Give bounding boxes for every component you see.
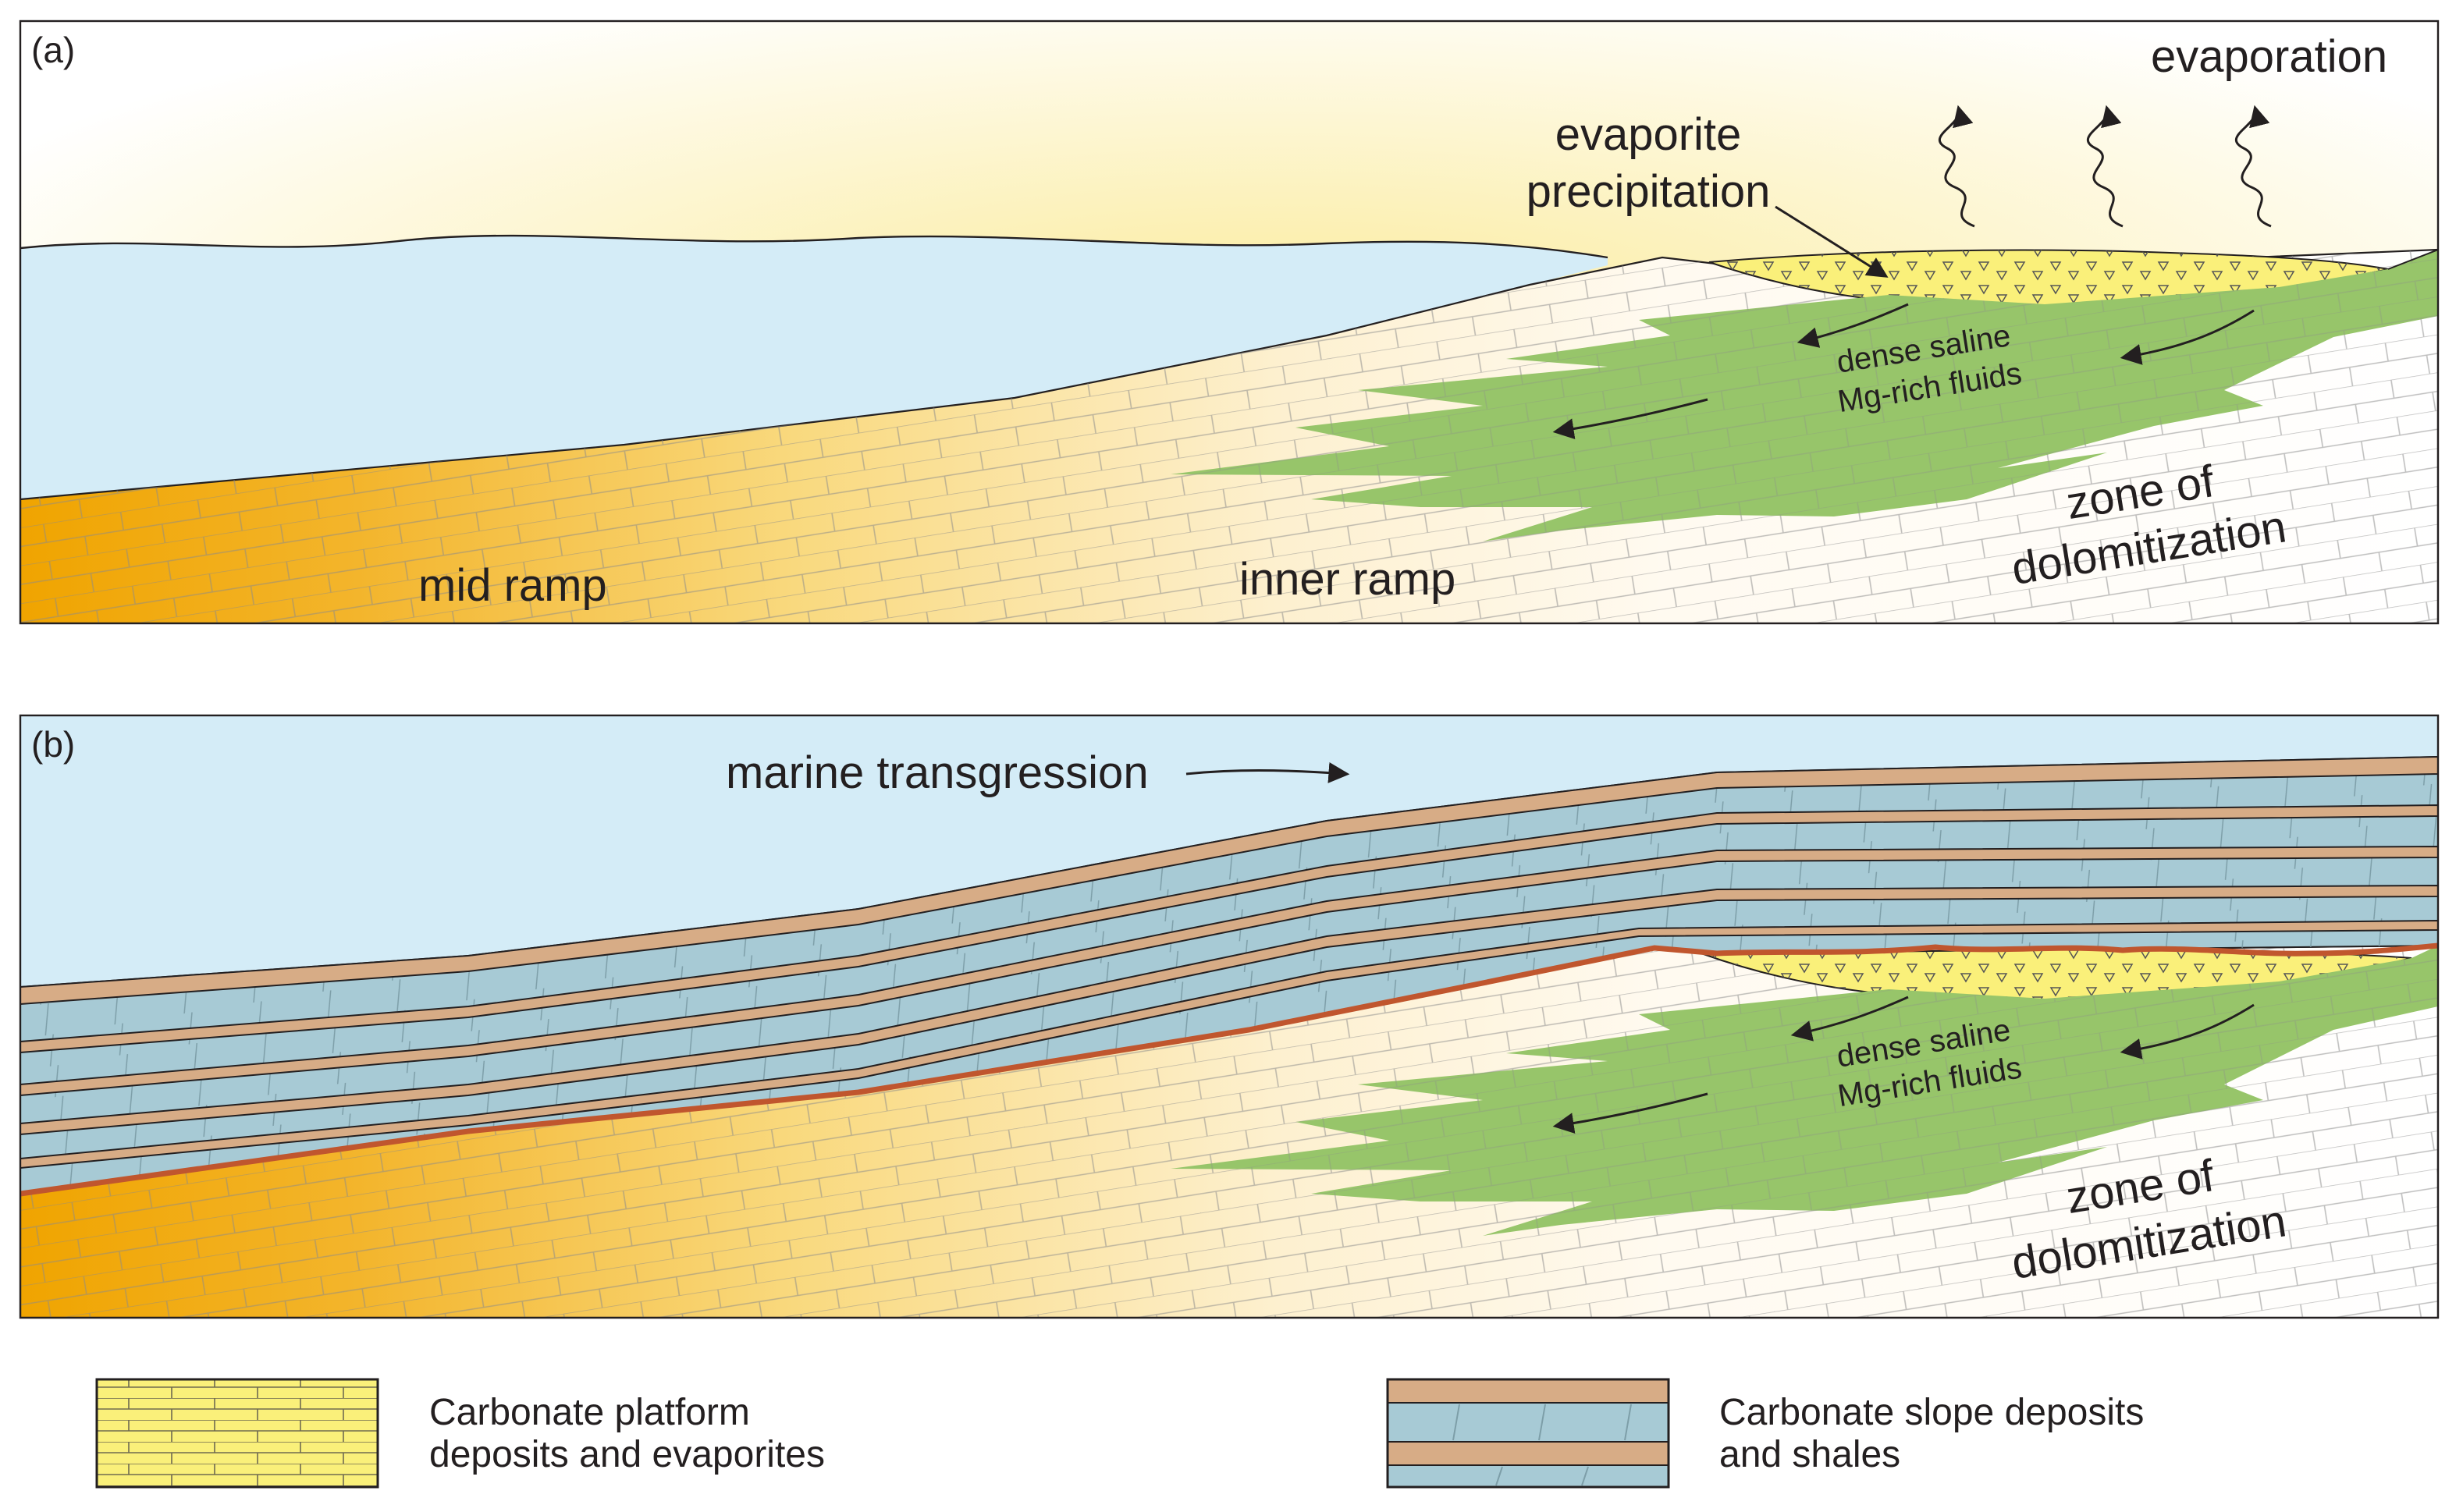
flow-arrow-icon: [1790, 996, 1909, 1042]
panel-a-frame: [19, 20, 2440, 625]
legend-swatch-platform: [95, 1378, 379, 1489]
legend-slope-line1: Carbonate slope deposits: [1719, 1392, 2144, 1433]
panel-b-label: (b): [31, 724, 75, 765]
wavy-arrow-icon: [2235, 105, 2272, 228]
legend-slope-line2: and shales: [1719, 1434, 1900, 1475]
dolomite-brick-b: [1171, 946, 2438, 1236]
inner-ramp-label: inner ramp: [1239, 554, 1455, 605]
wavy-arrow-icon: [2087, 105, 2124, 228]
dolomite-edge-a: [2387, 249, 2438, 270]
sea-surface-line-a: [20, 234, 1608, 259]
evaporite-label-line2: precipitation: [1526, 166, 1771, 217]
wavy-arrow-icon: [1939, 105, 1975, 228]
legend-platform-line1: Carbonate platform: [429, 1392, 750, 1433]
transgression-arrow-icon: [1185, 761, 1350, 783]
shale-band-5: [20, 919, 2438, 1169]
panel-b-frame: [19, 714, 2440, 1319]
mid-ramp-label: mid ramp: [418, 560, 607, 611]
dolomite-brick-a: [1171, 250, 2438, 541]
legend-platform-line2: deposits and evaporites: [429, 1434, 825, 1475]
panel-b: [20, 715, 2438, 1318]
evaporite-label-line1: evaporite: [1555, 109, 1742, 160]
sea-a: [20, 236, 1608, 499]
flow-arrow-icon: [2120, 1003, 2255, 1059]
shale-band-1: [20, 755, 2438, 1006]
legend: Carbonate platform deposits and evaporit…: [95, 1378, 2144, 1489]
leader-line-evaporite: [1775, 205, 1889, 278]
legend-swatch-slope: [1386, 1378, 1670, 1489]
unconformity-surface: [20, 942, 2438, 1197]
flow-arrow-icon: [1797, 303, 1909, 348]
flow-arrow-icon: [2120, 309, 2255, 365]
flow-arrow-icon: [1552, 1092, 1708, 1134]
panel-a-label: (a): [31, 30, 75, 70]
shale-band-3: [20, 845, 2438, 1097]
panel-a: [20, 21, 2438, 623]
evaporation-label: evaporation: [2151, 31, 2387, 82]
flow-arrow-icon: [1552, 398, 1708, 440]
shale-band-4: [20, 884, 2438, 1136]
slope-hatch: [20, 757, 2438, 1194]
transgression-label: marine transgression: [726, 747, 1149, 798]
shale-band-2: [20, 804, 2438, 1054]
